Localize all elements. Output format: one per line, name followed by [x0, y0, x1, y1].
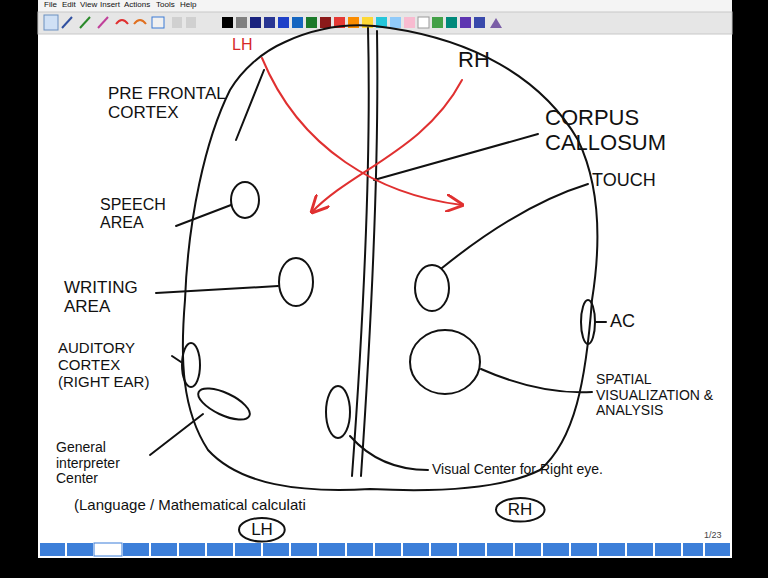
region-label: AC [610, 311, 635, 331]
leader-line [481, 369, 592, 392]
crossing-arrow [312, 80, 462, 212]
page-number: 1/23 [704, 530, 722, 540]
visual-center [326, 386, 350, 438]
leader-line [176, 205, 231, 226]
region-label: PRE FRONTAL CORTEX [108, 84, 240, 122]
leader-line [156, 286, 278, 293]
leader-line [374, 134, 538, 180]
ellipse-outline [496, 498, 545, 522]
menu-item: Help [180, 1, 196, 10]
menu-item: Edit [62, 1, 76, 10]
tool-bar [38, 12, 732, 34]
auditory-cortex-left [182, 343, 200, 387]
hemisphere-circle: LH [238, 517, 286, 543]
region-label: General interpreter Center [56, 440, 148, 487]
crossing-arrow [262, 58, 462, 205]
touch-area [415, 265, 449, 311]
leader-line [442, 184, 588, 268]
region-label: SPEECH AREA [100, 196, 190, 232]
spatial-area [410, 330, 480, 394]
hemisphere-label: RH [458, 48, 490, 73]
leader-line [150, 414, 203, 455]
auditory-cortex-right [581, 300, 595, 344]
tool-icons [44, 15, 502, 30]
slide-tab-bar [40, 543, 730, 556]
ellipse-outline [239, 518, 285, 542]
leader-line [172, 356, 181, 362]
leader-line [596, 321, 606, 323]
menu-item: File [44, 1, 57, 10]
menu-item: Tools [156, 1, 175, 10]
region-label: Visual Center for Right eye. [432, 462, 603, 478]
region-label: WRITING AREA [64, 278, 160, 316]
node-text: RH [508, 500, 533, 520]
menu-item: Insert [100, 1, 120, 10]
region-label: TOUCH [592, 170, 656, 190]
whiteboard [38, 0, 732, 558]
leader-line [350, 436, 428, 470]
region-label: SPATIAL VISUALIZATION & ANALYSIS [596, 372, 728, 419]
writing-area [279, 258, 313, 306]
menu-item: View [80, 1, 97, 10]
note-label: (Language / Mathematical calculati [74, 497, 306, 514]
speech-area [231, 182, 259, 218]
leader-line [236, 70, 264, 140]
region-label: CORPUS CALLOSUM [545, 106, 717, 155]
hemisphere-circle: RH [495, 497, 546, 523]
brain-outline [183, 25, 598, 490]
region-label: AUDITORY CORTEX (RIGHT EAR) [58, 340, 170, 390]
menu-item: Actions [124, 1, 150, 10]
node-text: LH [251, 520, 273, 540]
hemisphere-label: LH [232, 36, 252, 54]
interpreter-area [194, 382, 254, 426]
menu-bar [38, 0, 732, 12]
midline-fissure [361, 31, 377, 476]
